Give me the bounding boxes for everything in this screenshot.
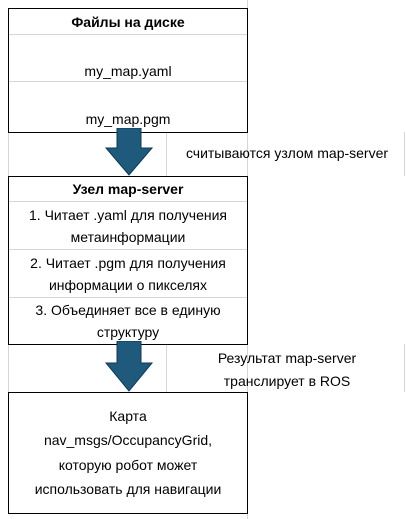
row-divider bbox=[9, 297, 247, 298]
files-box: Файлы на диске my_map.yaml my_map.pgm bbox=[8, 8, 248, 133]
grid-line bbox=[8, 132, 9, 176]
row-divider bbox=[9, 81, 247, 82]
grid-line bbox=[8, 344, 9, 392]
step-3-line-1: 3. Объединяет все в единую bbox=[35, 302, 221, 318]
step-3-line-2: структуру bbox=[96, 324, 160, 340]
row-divider bbox=[9, 249, 247, 250]
files-box-title: Файлы на диске bbox=[71, 14, 185, 30]
down-arrow-icon bbox=[104, 128, 154, 176]
arrow1-caption: считываются узлом map-server bbox=[185, 145, 389, 161]
grid-line bbox=[166, 344, 167, 392]
grid-line bbox=[166, 132, 167, 176]
arrow2-caption-line-1: Результат map-server bbox=[217, 350, 357, 366]
row-divider bbox=[9, 34, 247, 35]
row-divider bbox=[9, 201, 247, 202]
grid-line bbox=[404, 132, 405, 176]
result-line-1: Карта bbox=[109, 408, 147, 424]
node-box-title: Узел map-server bbox=[72, 181, 184, 197]
down-arrow-icon bbox=[104, 341, 154, 392]
node-box: Узел map-server 1. Читает .yaml для полу… bbox=[8, 176, 248, 345]
result-box: Карта nav_msgs/OccupancyGrid, которую ро… bbox=[8, 392, 248, 514]
file-yaml: my_map.yaml bbox=[84, 63, 172, 79]
result-line-4: использовать для навигации bbox=[34, 481, 222, 497]
step-1-line-2: метаинформации bbox=[70, 229, 186, 245]
step-1-line-1: 1. Читает .yaml для получения bbox=[29, 207, 227, 223]
grid-line bbox=[404, 344, 405, 392]
step-2-line-1: 2. Читает .pgm для получения bbox=[30, 255, 226, 271]
step-2-line-2: информации о пикселях bbox=[48, 277, 208, 293]
arrow2-caption-line-2: транслирует в ROS bbox=[223, 373, 351, 389]
result-line-3: которую робот может bbox=[58, 457, 198, 473]
result-line-2: nav_msgs/OccupancyGrid, bbox=[43, 432, 213, 448]
file-pgm: my_map.pgm bbox=[85, 111, 171, 127]
